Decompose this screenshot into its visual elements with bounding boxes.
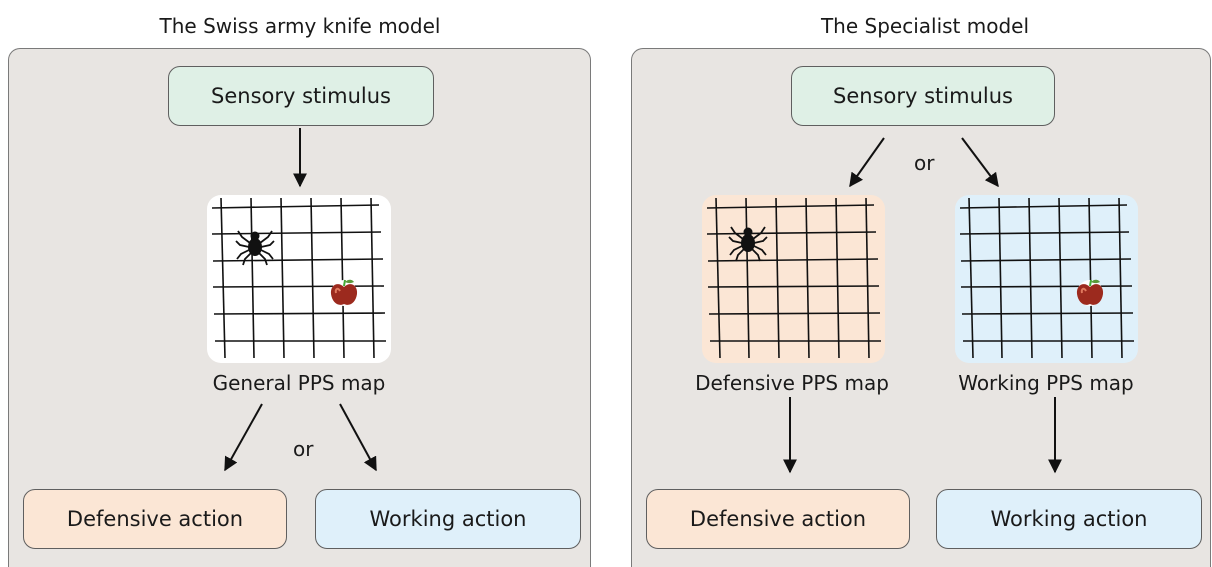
pps-grid [211,197,386,359]
sensory-stimulus-box: Sensory stimulus [791,66,1055,126]
general-pps-map-label: General PPS map [212,371,386,395]
working-pps-map [955,195,1138,363]
defensive-action-box: Defensive action [23,489,287,549]
working-action-box: Working action [936,489,1202,549]
or-label: or [293,437,314,461]
apple-icon [330,279,358,306]
apple-icon [1076,279,1104,306]
pps-grid [706,197,881,359]
working-action-box: Working action [315,489,581,549]
defensive-pps-map [702,195,885,363]
right-panel-title: The Specialist model [820,14,1030,38]
or-label: or [914,151,935,175]
pps-grid [959,197,1134,359]
swiss-army-knife-panel: Sensory stimulus [8,48,591,567]
spider-icon [235,230,275,266]
sensory-stimulus-box: Sensory stimulus [168,66,434,126]
spider-icon [728,226,768,262]
left-panel-title: The Swiss army knife model [159,14,441,38]
general-pps-map [207,195,391,363]
defensive-action-box: Defensive action [646,489,910,549]
working-pps-map-label: Working PPS map [958,371,1134,395]
specialist-panel: Sensory stimulus or [631,48,1211,567]
defensive-pps-map-label: Defensive PPS map [695,371,889,395]
